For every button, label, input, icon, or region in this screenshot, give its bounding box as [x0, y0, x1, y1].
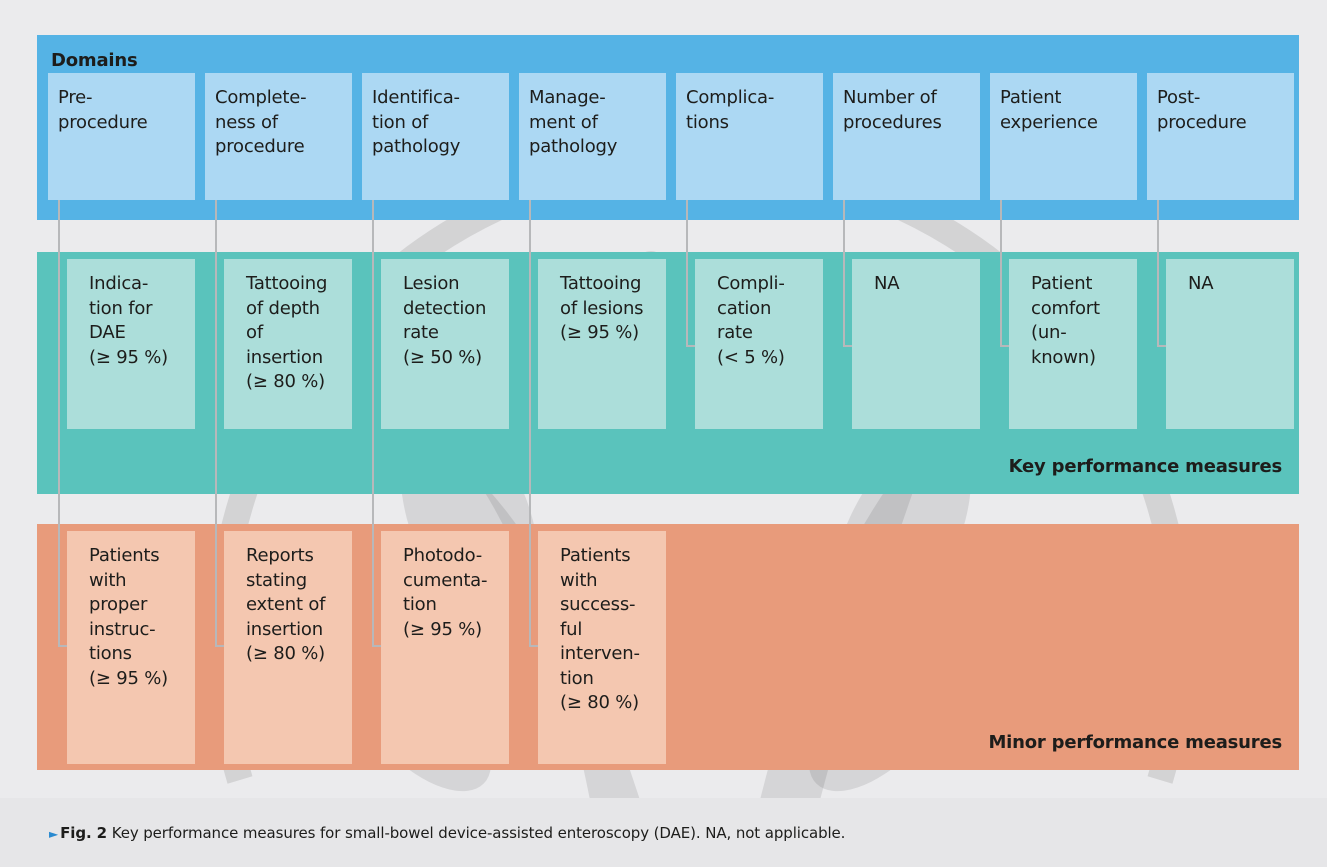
minor-measure-box: Patients with proper instruc- tions (≥ 9… [67, 531, 195, 764]
key-measure-box: NA [1166, 259, 1294, 429]
connector-stub [372, 645, 384, 647]
domains-title: Domains [51, 50, 138, 71]
connector-line [529, 200, 531, 645]
caption-arrow-icon: ► [49, 827, 59, 841]
connector-stub [1157, 345, 1169, 347]
connector-line [1000, 200, 1002, 345]
minor-measure-box: Patients with success- ful interven- tio… [538, 531, 666, 764]
domain-box: Manage- ment of pathology [519, 73, 666, 200]
connector-stub [843, 345, 855, 347]
connector-line [372, 200, 374, 645]
connector-line [215, 200, 217, 645]
connector-stub [529, 645, 541, 647]
connector-stub [1000, 345, 1012, 347]
key-measure-box: Tattooing of lesions (≥ 95 %) [538, 259, 666, 429]
figure-caption: ►Fig. 2 Key performance measures for sma… [49, 824, 845, 842]
domain-box: Post- procedure [1147, 73, 1294, 200]
connector-line [1157, 200, 1159, 345]
key-measure-box: NA [852, 259, 980, 429]
connector-line [843, 200, 845, 345]
connector-line [686, 200, 688, 345]
key-measure-box: Compli- cation rate (< 5 %) [695, 259, 823, 429]
domain-box: Patient experience [990, 73, 1137, 200]
domain-box: Complica- tions [676, 73, 823, 200]
caption-text: Key performance measures for small-bowel… [107, 824, 846, 842]
connector-stub [58, 645, 70, 647]
minor-measure-box: Photodo- cumenta- tion (≥ 95 %) [381, 531, 509, 764]
connector-stub [215, 645, 227, 647]
key-measure-box: Indica- tion for DAE (≥ 95 %) [67, 259, 195, 429]
key-measure-box: Tattooing of depth of insertion (≥ 80 %) [224, 259, 352, 429]
domain-box: Identifica- tion of pathology [362, 73, 509, 200]
minor-measure-box: Reports stating extent of insertion (≥ 8… [224, 531, 352, 764]
key-measure-box: Patient comfort (un- known) [1009, 259, 1137, 429]
figure-label: Fig. 2 [60, 824, 108, 842]
key-performance-title: Key performance measures [1008, 456, 1283, 477]
domain-box: Number of procedures [833, 73, 980, 200]
domain-box: Complete- ness of procedure [205, 73, 352, 200]
connector-stub [686, 345, 698, 347]
caption-bar [0, 798, 1327, 867]
minor-performance-title: Minor performance measures [988, 732, 1282, 753]
connector-line [58, 200, 60, 645]
key-measure-box: Lesion detection rate (≥ 50 %) [381, 259, 509, 429]
domain-box: Pre- procedure [48, 73, 195, 200]
